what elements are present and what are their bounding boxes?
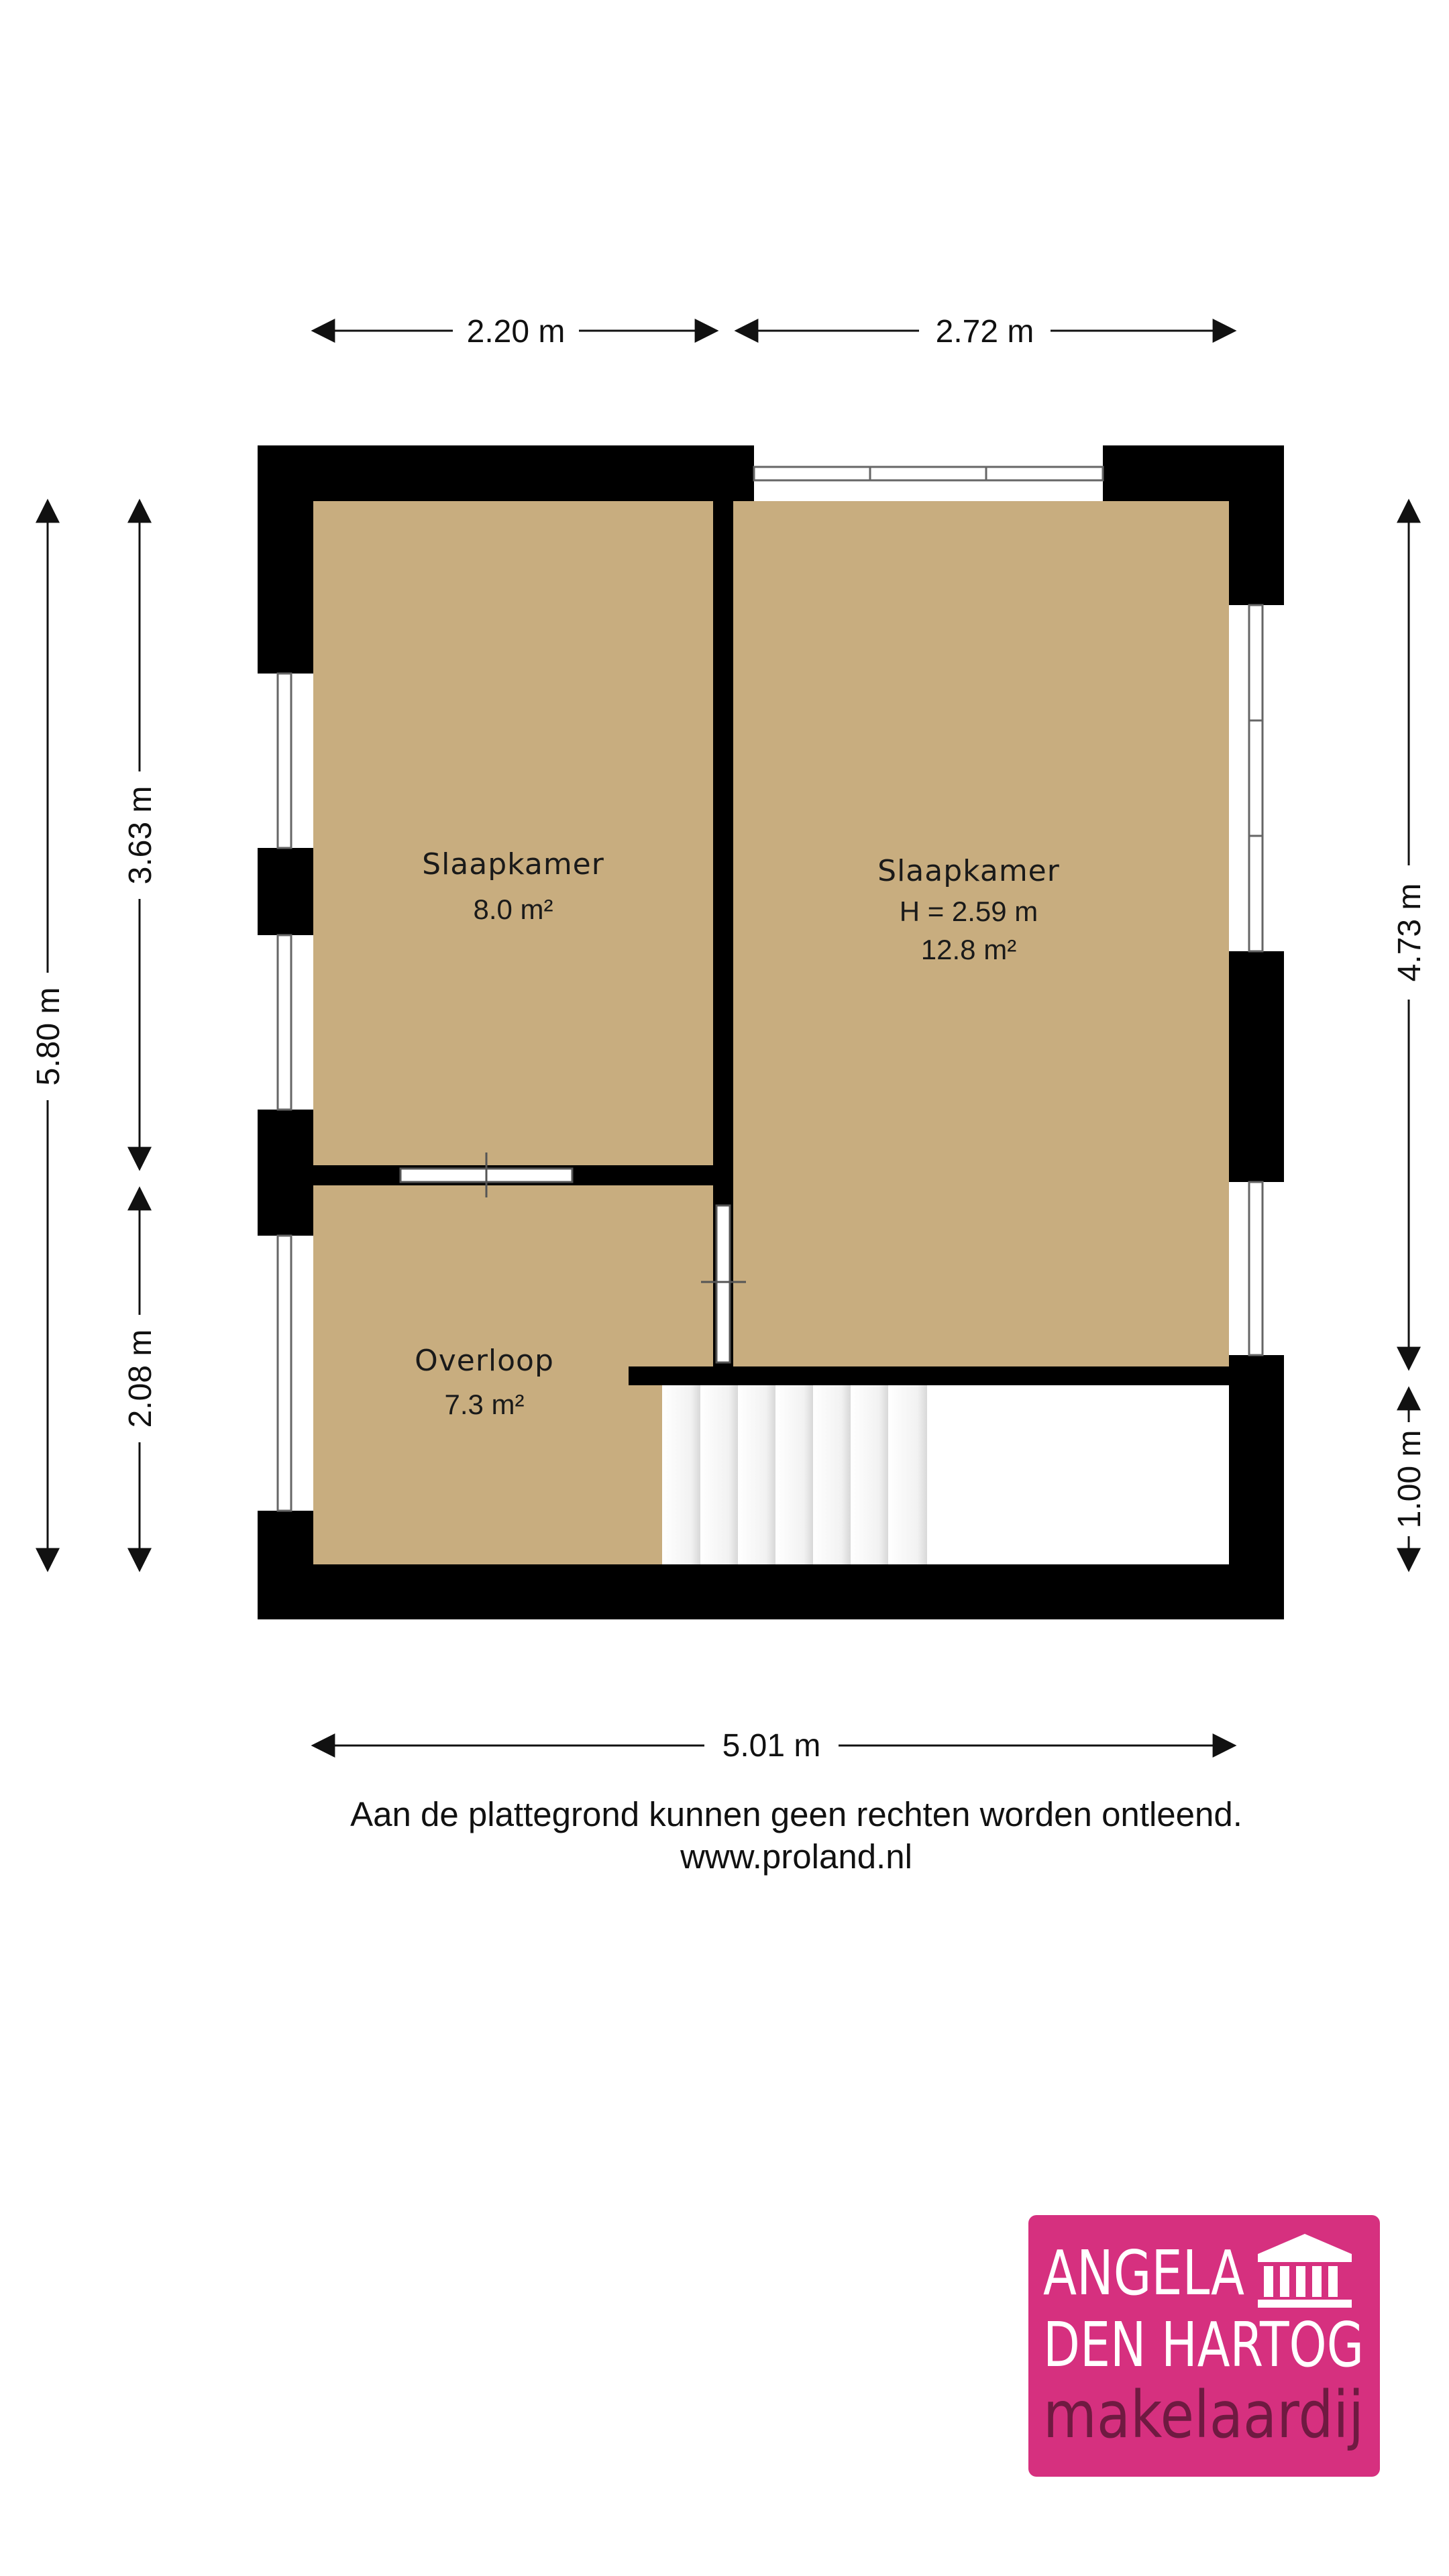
- doors: [399, 1152, 746, 1364]
- dim-left-total: 5.80 m: [31, 987, 66, 1086]
- stair-steps: [663, 1385, 927, 1564]
- room-name: Slaapkamer: [422, 847, 604, 881]
- dim-right-lower: 1.00 m: [1392, 1430, 1428, 1529]
- floor-bedroom-left: [313, 501, 713, 1165]
- dimension-lines: [36, 319, 1421, 1758]
- dim-bottom: 5.01 m: [722, 1728, 821, 1764]
- room-name: Slaapkamer: [877, 854, 1060, 888]
- dim-top-left: 2.20 m: [467, 314, 566, 350]
- disclaimer-text: Aan de plattegrond kunnen geen rechten w…: [350, 1795, 1242, 1833]
- floor-bedroom-right: [733, 501, 1229, 1366]
- dim-left-upper: 3.63 m: [123, 786, 158, 885]
- stairwell: [662, 1385, 1229, 1564]
- room-height: H = 2.59 m: [900, 896, 1038, 927]
- dim-left-lower: 2.08 m: [123, 1330, 158, 1428]
- company-logo: ANGELA DEN HARTOG makelaardij: [1028, 2215, 1380, 2477]
- floors: [313, 501, 1229, 1564]
- room-area: 7.3 m²: [444, 1389, 524, 1420]
- logo-line1: ANGELA: [1043, 2237, 1244, 2309]
- building-columns-icon: [1258, 2234, 1352, 2308]
- room-area: 12.8 m²: [921, 934, 1016, 965]
- door-bedroom-right: [715, 1204, 731, 1364]
- floor-landing-lower: [313, 1366, 662, 1564]
- room-bedroom-left-label: Slaapkamer 8.0 m²: [422, 847, 604, 925]
- windows: [258, 445, 1284, 1512]
- dim-right-upper: 4.73 m: [1392, 883, 1428, 982]
- logo-line2: DEN HARTOG: [1043, 2309, 1364, 2381]
- website-link[interactable]: www.proland.nl: [680, 1837, 912, 1876]
- logo-line3: makelaardij: [1043, 2377, 1364, 2453]
- room-area: 8.0 m²: [473, 894, 553, 925]
- dim-top-right: 2.72 m: [936, 314, 1034, 350]
- room-name: Overloop: [415, 1344, 554, 1378]
- room-landing-label: Overloop 7.3 m²: [415, 1344, 554, 1420]
- room-bedroom-right-label: Slaapkamer H = 2.59 m 12.8 m²: [877, 854, 1060, 965]
